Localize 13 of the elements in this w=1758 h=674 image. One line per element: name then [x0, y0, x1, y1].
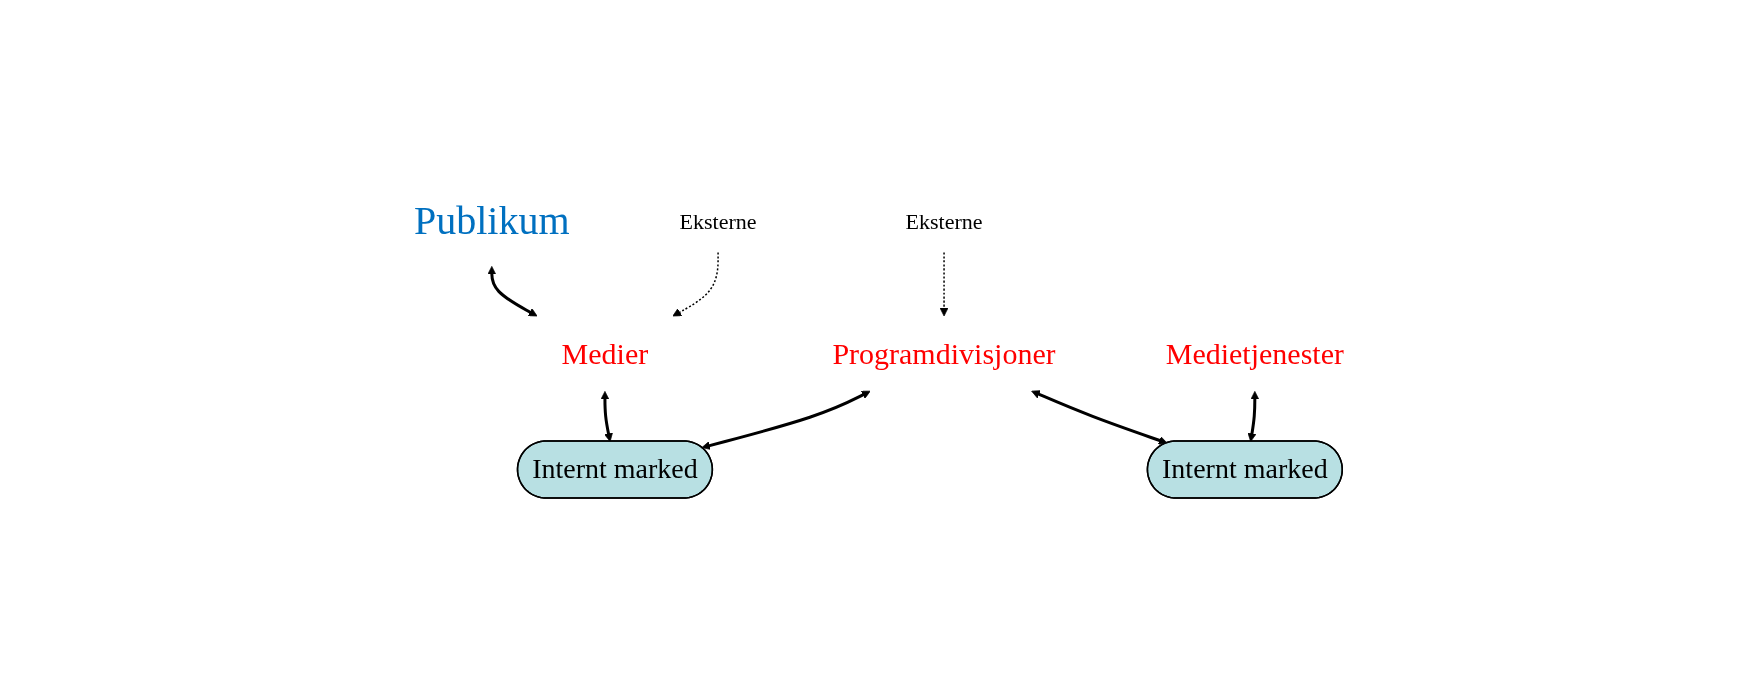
arrow — [600, 391, 613, 442]
arrow — [1031, 390, 1168, 445]
node-text: Medier — [561, 337, 649, 370]
node-text: Eksterne — [905, 208, 983, 234]
arrow — [939, 251, 949, 317]
node-text: Eksterne — [679, 208, 757, 234]
node-text: Medietjenester — [1165, 337, 1344, 370]
arrow — [701, 390, 871, 450]
arrow — [672, 251, 719, 317]
arrow — [487, 266, 538, 317]
node-text: Publikum — [414, 198, 570, 243]
node-text: Programdivisjoner — [832, 337, 1056, 370]
arrow — [1247, 391, 1260, 442]
